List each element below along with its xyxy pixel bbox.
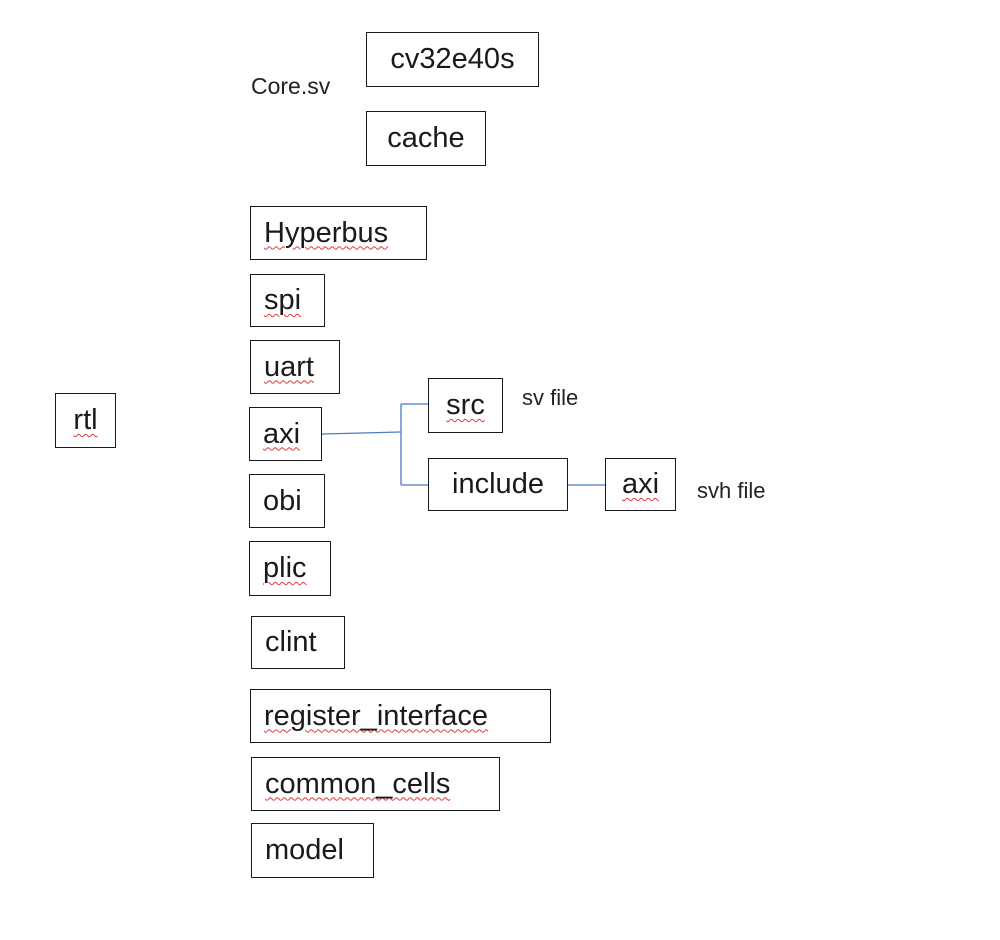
module-clint: clint bbox=[251, 616, 345, 669]
module-model: model bbox=[251, 823, 374, 878]
sv-file-note: sv file bbox=[522, 387, 578, 409]
module-common-cells: common_cells bbox=[251, 757, 500, 811]
cache-box: cache bbox=[366, 111, 486, 166]
module-plic: plic bbox=[249, 541, 331, 596]
axi-src-box: src bbox=[428, 378, 503, 433]
module-obi: obi bbox=[249, 474, 325, 528]
module-axi-label: axi bbox=[263, 417, 301, 450]
module-spi-label: spi bbox=[264, 284, 302, 316]
module-spi: spi bbox=[250, 274, 325, 327]
cv32e40s-label: cv32e40s bbox=[390, 43, 515, 75]
include-axi-label: axi bbox=[621, 468, 660, 500]
module-register-interface-label: register_interface bbox=[264, 699, 489, 732]
module-clint-label: clint bbox=[265, 626, 317, 658]
module-obi-label: obi bbox=[263, 484, 302, 517]
rtl-box: rtl bbox=[55, 393, 116, 448]
cache-label: cache bbox=[387, 122, 465, 154]
module-uart-label: uart bbox=[264, 350, 314, 383]
sv-file-note-text: sv file bbox=[522, 385, 579, 410]
module-uart: uart bbox=[250, 340, 340, 394]
module-register-interface: register_interface bbox=[250, 689, 551, 743]
module-axi: axi bbox=[249, 407, 322, 461]
module-model-label: model bbox=[265, 834, 344, 866]
module-plic-label: plic bbox=[263, 552, 307, 584]
rtl-label: rtl bbox=[73, 404, 98, 436]
include-axi-box: axi bbox=[605, 458, 676, 511]
axi-to-branch-line bbox=[321, 431, 402, 435]
axi-include-label: include bbox=[452, 468, 544, 500]
axi-src-label: src bbox=[446, 389, 485, 421]
svh-file-note: svh file bbox=[697, 478, 766, 503]
axi-include-box: include bbox=[428, 458, 568, 511]
module-common-cells-label: common_cells bbox=[265, 767, 451, 800]
core-sv-label: Core.sv bbox=[251, 73, 331, 99]
module-hyperbus-label: Hyperbus bbox=[264, 216, 389, 249]
cv32e40s-box: cv32e40s bbox=[366, 32, 539, 87]
module-hyperbus: Hyperbus bbox=[250, 206, 427, 260]
